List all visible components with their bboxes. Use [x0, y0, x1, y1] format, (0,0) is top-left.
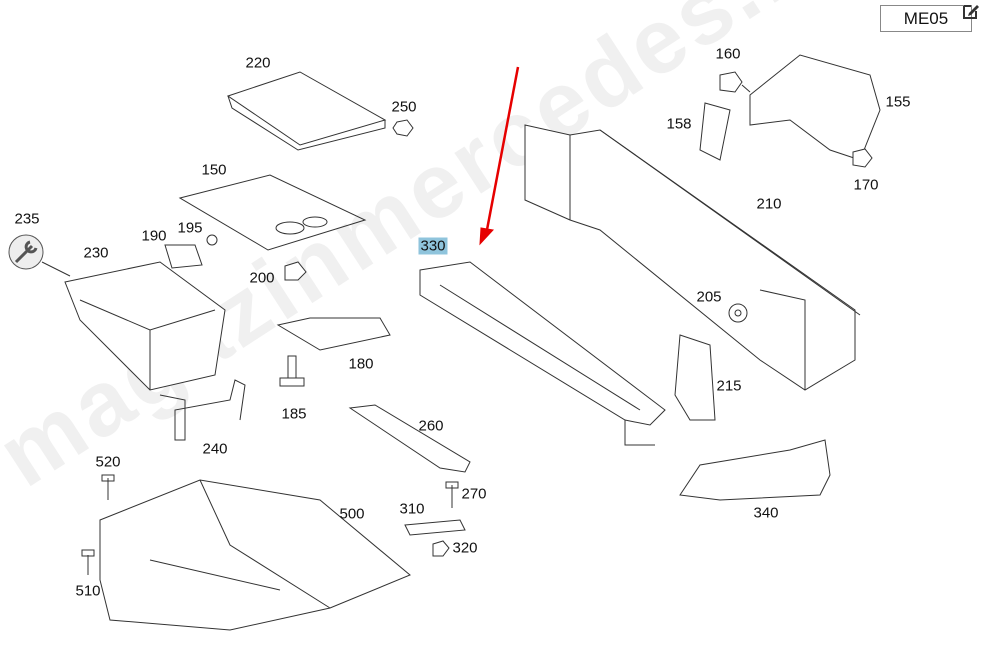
- part-155-bracket: [749, 54, 881, 161]
- part-520-screw: [101, 474, 115, 500]
- part-label-260[interactable]: 260: [418, 417, 444, 435]
- part-510-screw: [81, 549, 95, 575]
- part-220-cover: [226, 71, 387, 151]
- part-label-320[interactable]: 320: [452, 539, 478, 557]
- part-label-180[interactable]: 180: [348, 355, 374, 373]
- part-label-340[interactable]: 340: [753, 504, 779, 522]
- part-label-330-highlighted[interactable]: 330: [418, 237, 448, 255]
- part-label-250[interactable]: 250: [391, 98, 417, 116]
- part-190-bracket: [164, 244, 203, 269]
- part-250-nut: [392, 119, 414, 137]
- part-label-240[interactable]: 240: [202, 440, 228, 458]
- part-label-500[interactable]: 500: [339, 505, 365, 523]
- part-260-strut: [348, 404, 471, 473]
- part-200-nut: [284, 261, 307, 281]
- part-label-170[interactable]: 170: [853, 176, 879, 194]
- part-160-bolt: [719, 71, 751, 93]
- part-235-wrench-icon: [8, 234, 71, 277]
- part-215-gasket: [674, 334, 716, 421]
- part-340-bracket: [679, 439, 831, 501]
- part-label-190[interactable]: 190: [141, 227, 167, 245]
- part-label-160[interactable]: 160: [715, 45, 741, 63]
- part-170-nut: [852, 148, 873, 168]
- red-arrow: [479, 66, 520, 246]
- part-label-185[interactable]: 185: [281, 405, 307, 423]
- part-label-158[interactable]: 158: [666, 115, 692, 133]
- part-150-gasket: [178, 174, 367, 251]
- part-label-200[interactable]: 200: [249, 269, 275, 287]
- part-label-310[interactable]: 310: [399, 500, 425, 518]
- part-label-205[interactable]: 205: [696, 288, 722, 306]
- part-240-bracket: [159, 379, 246, 441]
- part-210-bumper-beam: [524, 124, 861, 391]
- part-label-215[interactable]: 215: [716, 377, 742, 395]
- part-310-clip: [404, 519, 466, 536]
- part-label-520[interactable]: 520: [95, 453, 121, 471]
- part-185-bolt: [279, 355, 305, 387]
- diagram-code-box: ME05: [880, 5, 972, 32]
- part-180-bracket: [276, 317, 391, 351]
- part-195-bolt: [206, 234, 218, 246]
- part-label-230[interactable]: 230: [83, 244, 109, 262]
- edit-icon[interactable]: [962, 2, 980, 20]
- part-158-gasket: [699, 102, 731, 161]
- part-label-155[interactable]: 155: [885, 93, 911, 111]
- part-label-270[interactable]: 270: [461, 485, 487, 503]
- part-270-bolt: [445, 481, 459, 508]
- part-500-underbody-panel: [99, 479, 411, 631]
- part-label-235[interactable]: 235: [14, 210, 40, 228]
- part-label-195[interactable]: 195: [177, 219, 203, 237]
- part-205-washer: [728, 303, 748, 323]
- part-label-210[interactable]: 210: [756, 195, 782, 213]
- part-330-crossmember: [419, 261, 666, 446]
- part-320-nut: [432, 540, 450, 557]
- part-label-150[interactable]: 150: [201, 161, 227, 179]
- part-label-510[interactable]: 510: [75, 582, 101, 600]
- part-label-220[interactable]: 220: [245, 54, 271, 72]
- part-230-battery-tray: [64, 261, 226, 391]
